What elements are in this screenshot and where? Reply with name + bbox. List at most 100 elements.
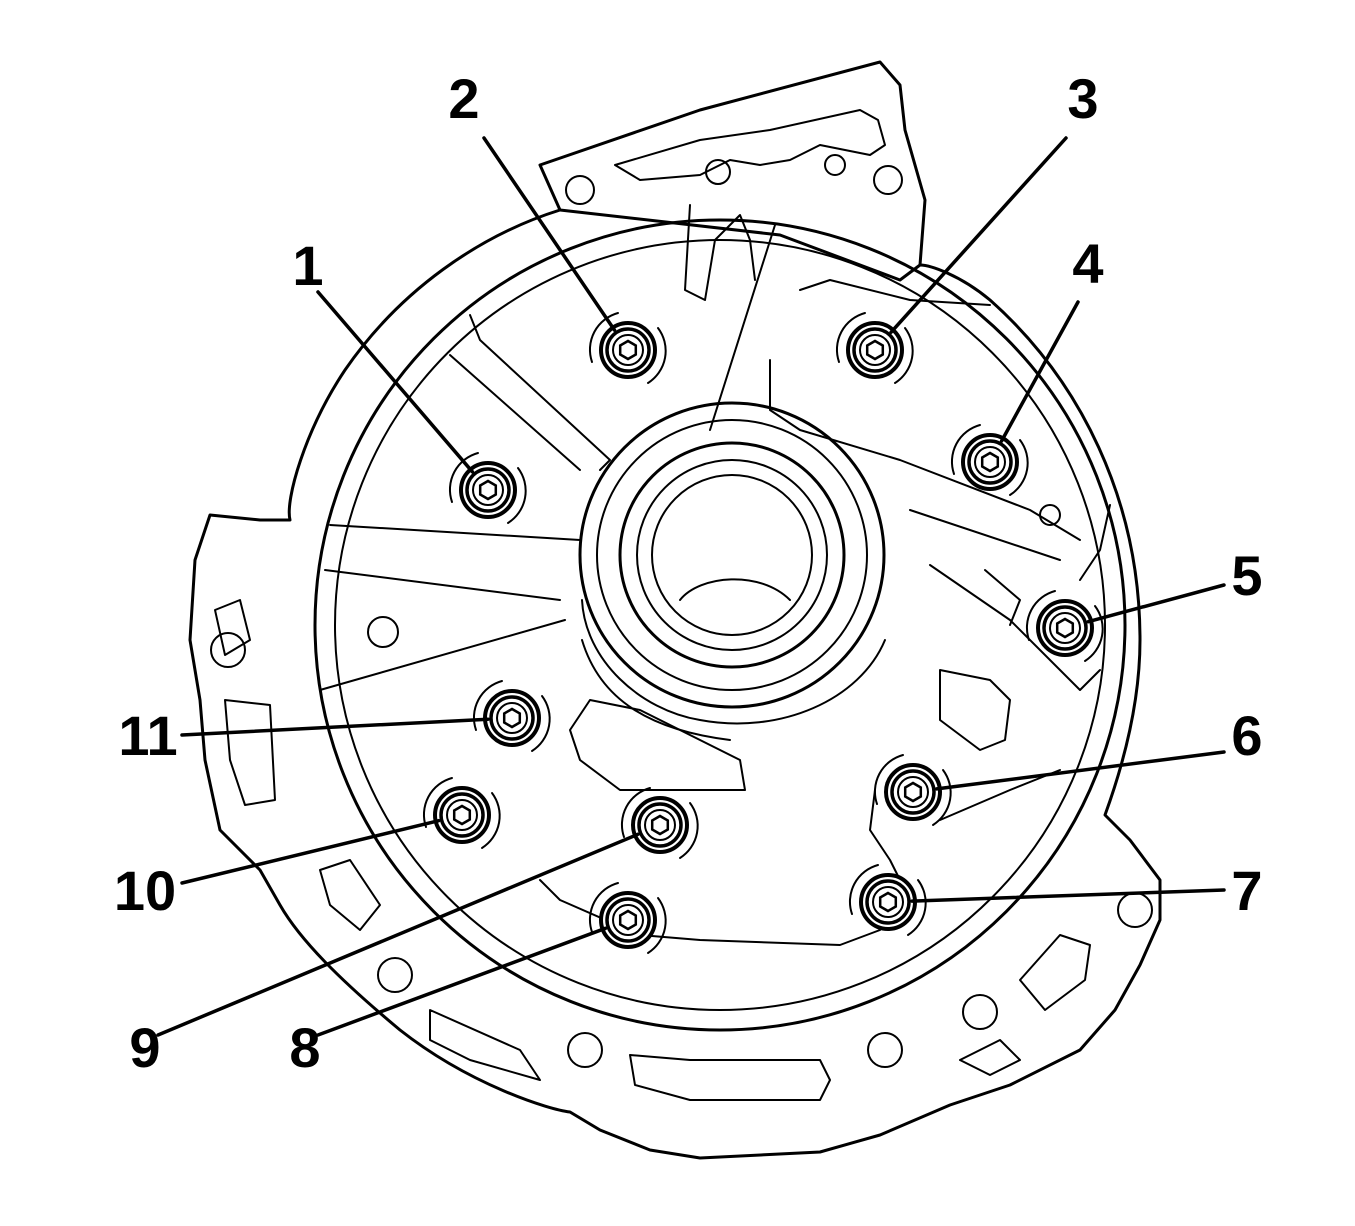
- bolt-boss-arc: [1009, 439, 1029, 496]
- bolt-6: [873, 754, 952, 826]
- callout-label-8: 8: [289, 1016, 320, 1079]
- bolt-boss-arc: [1084, 605, 1104, 662]
- housing-outer-edge: [188, 208, 1162, 1160]
- bolt-boss-arc: [907, 879, 927, 936]
- callout-label-10: 10: [114, 859, 176, 922]
- hex-socket-icon: [903, 781, 923, 803]
- bolt-head: [605, 327, 651, 373]
- callout-label-6: 6: [1231, 704, 1262, 767]
- bolt-head-inner: [496, 702, 528, 734]
- hex-socket-icon: [1055, 617, 1075, 639]
- leader-line-5: [1086, 583, 1226, 624]
- leader-line-11: [180, 717, 490, 737]
- hex-socket-icon: [618, 339, 638, 361]
- bolt-head: [605, 897, 651, 943]
- housing-ribs: [319, 204, 1111, 946]
- callout-label-1: 1: [292, 234, 323, 297]
- bolt-head: [852, 327, 898, 373]
- bolt-washer: [599, 321, 657, 379]
- bolt-head-inner: [612, 904, 644, 936]
- hex-socket-icon: [478, 479, 498, 501]
- leader-line-1: [316, 290, 475, 474]
- bolt-washer: [859, 873, 917, 931]
- bolt-boss-arc: [873, 754, 904, 805]
- bolt-head-inner: [859, 334, 891, 366]
- center-hub: [578, 401, 886, 741]
- bolt-boss-arc: [1025, 590, 1056, 641]
- bolt-head-inner: [612, 334, 644, 366]
- bolt-head: [439, 792, 485, 838]
- bolt-boss-arc: [835, 312, 866, 363]
- leader-line-4: [999, 300, 1080, 443]
- bolt-4: [950, 424, 1029, 496]
- bolt-head: [489, 695, 535, 741]
- callout-label-11: 11: [118, 704, 177, 767]
- bolt-head-inner: [974, 446, 1006, 478]
- bolt-boss-arc: [588, 882, 619, 933]
- hex-socket-icon: [878, 891, 898, 913]
- hex-socket-icon: [618, 909, 638, 931]
- bolt-boss-arc: [507, 467, 527, 524]
- bolt-1: [448, 452, 527, 524]
- bolt-boss-arc: [481, 792, 501, 849]
- bolt-boss-arc: [894, 327, 914, 384]
- bolt-9: [620, 787, 699, 859]
- leader-line-7: [910, 888, 1226, 903]
- hex-socket-icon: [650, 814, 670, 836]
- bolt-boss-arc: [472, 680, 503, 731]
- bolt-head: [637, 802, 683, 848]
- bolt-washer: [1036, 599, 1094, 657]
- bolt-10: [422, 777, 501, 849]
- bolt-2: [588, 312, 667, 384]
- bolt-head: [1042, 605, 1088, 651]
- top-bracket-ear: [538, 60, 927, 282]
- bolt-8: [588, 882, 667, 954]
- bolt-head: [967, 439, 1013, 485]
- callout-label-5: 5: [1231, 544, 1262, 607]
- hex-socket-icon: [452, 804, 472, 826]
- leader-line-2: [482, 136, 617, 332]
- leader-line-10: [180, 818, 441, 885]
- bolt-boss-arc: [950, 424, 981, 475]
- bolt-boss-arc: [448, 452, 479, 503]
- callout-label-9: 9: [129, 1016, 160, 1079]
- bolt-boss-arc: [620, 787, 651, 838]
- bolt-washer: [631, 796, 689, 854]
- bolt-boss-arc: [531, 695, 551, 752]
- hex-socket-icon: [865, 339, 885, 361]
- bolt-washer: [433, 786, 491, 844]
- callout-label-4: 4: [1072, 232, 1103, 295]
- bolt-washer: [961, 433, 1019, 491]
- bolt-group: [422, 312, 1104, 954]
- bolt-3: [835, 312, 914, 384]
- bolt-head-inner: [472, 474, 504, 506]
- bolt-head-inner: [1049, 612, 1081, 644]
- bolt-washer: [459, 461, 517, 519]
- bolt-head: [465, 467, 511, 513]
- hex-socket-icon: [502, 707, 522, 729]
- bolt-boss-arc: [647, 897, 667, 954]
- callout-label-2: 2: [448, 67, 479, 130]
- bolt-head-inner: [872, 886, 904, 918]
- bolt-boss-arc: [848, 864, 879, 915]
- leader-line-3: [889, 136, 1068, 334]
- bolt-head: [865, 879, 911, 925]
- leader-line-8: [316, 926, 608, 1037]
- bolt-boss-arc: [588, 312, 619, 363]
- callout-label-7: 7: [1231, 859, 1262, 922]
- bolt-boss-arc: [647, 327, 667, 384]
- bolt-washer: [884, 763, 942, 821]
- bolt-head-inner: [644, 809, 676, 841]
- bolt-5: [1025, 590, 1104, 662]
- bolt-head-inner: [897, 776, 929, 808]
- bolt-washer: [483, 689, 541, 747]
- bolt-boss-arc: [422, 777, 453, 828]
- bolt-head-inner: [446, 799, 478, 831]
- leader-line-group: [156, 136, 1226, 1037]
- bolt-boss-arc: [679, 802, 699, 859]
- bolt-head: [890, 769, 936, 815]
- inner-rim-ring: [313, 218, 1127, 1032]
